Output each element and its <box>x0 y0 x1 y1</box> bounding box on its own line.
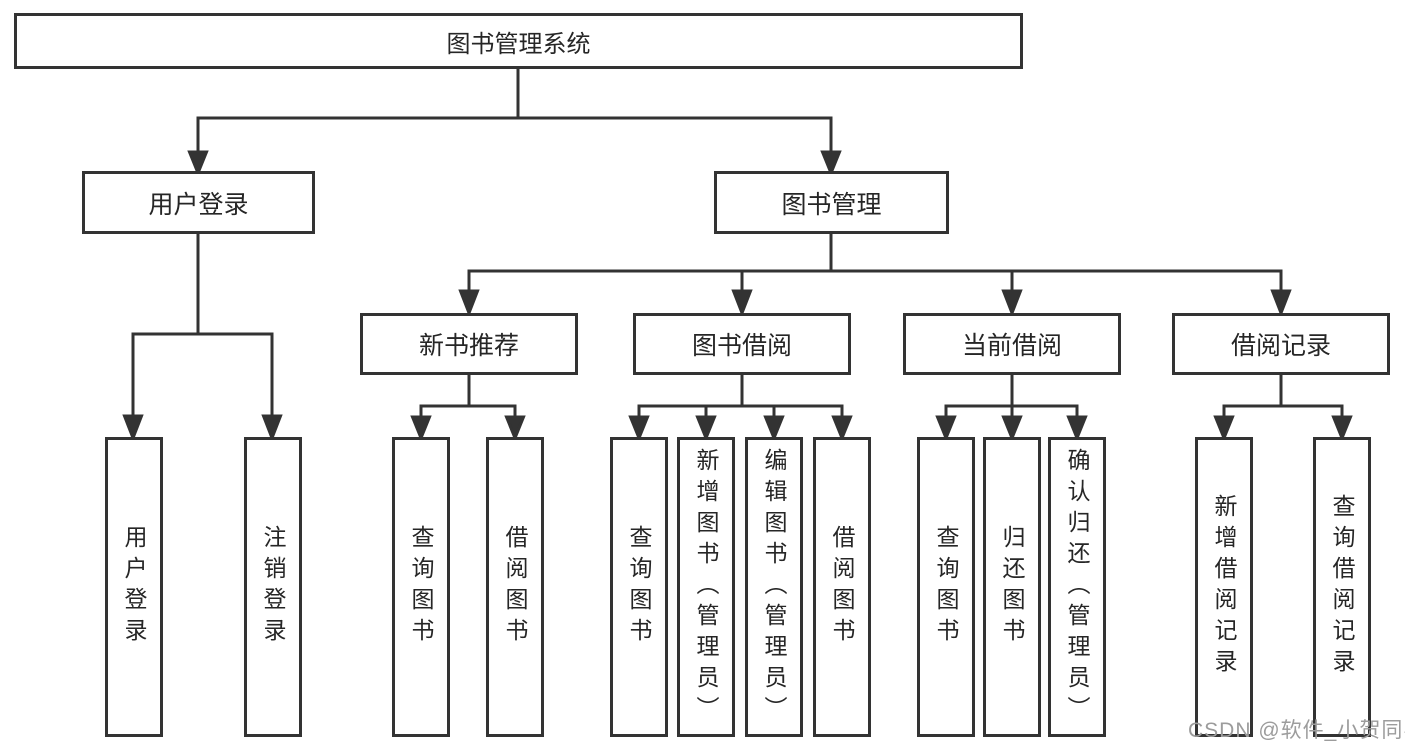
leaf-user-login: 用户登录 <box>105 437 163 737</box>
node-user-login-label: 用户登录 <box>148 190 249 219</box>
leaf-newrec-borrow-book: 借阅图书 <box>486 437 544 737</box>
edges-new-book-recommend-to-leaves <box>410 375 526 442</box>
node-borrow-record-label: 借阅记录 <box>1230 332 1331 360</box>
edges-borrow-record-to-leaves <box>1213 375 1353 442</box>
node-root-system: 图书管理系统 <box>14 13 1023 69</box>
edges-book-borrow-to-leaves <box>628 375 853 442</box>
node-book-management-label: 图书管理 <box>781 190 882 219</box>
leaf-record-add-record: 新增借阅记录 <box>1195 437 1253 737</box>
leaf-current-confirm-return-admin: 确认归还（管理员） <box>1048 437 1106 737</box>
leaf-borrow-edit-book-admin: 编辑图书（管理员） <box>745 437 803 737</box>
node-new-book-recommend: 新书推荐 <box>360 313 578 375</box>
node-borrow-record: 借阅记录 <box>1172 313 1390 375</box>
node-new-book-recommend-label: 新书推荐 <box>418 332 519 360</box>
node-user-login: 用户登录 <box>82 171 315 234</box>
leaf-current-return-book: 归还图书 <box>983 437 1041 737</box>
edges-book-management-to-level3 <box>458 234 1292 318</box>
leaf-borrow-borrow-book: 借阅图书 <box>813 437 871 737</box>
leaf-borrow-add-book-admin: 新增图书（管理员） <box>677 437 735 737</box>
node-current-borrow: 当前借阅 <box>903 313 1121 375</box>
node-book-management: 图书管理 <box>714 171 949 234</box>
leaf-record-query-record: 查询借阅记录 <box>1313 437 1371 737</box>
node-current-borrow-label: 当前借阅 <box>961 332 1062 360</box>
csdn-watermark: CSDN @软件_小贺同学 <box>1188 719 1405 742</box>
node-root-label: 图书管理系统 <box>446 30 591 58</box>
node-book-borrow-label: 图书借阅 <box>691 332 792 360</box>
edges-user-login-to-leaves <box>122 234 283 443</box>
leaf-borrow-query-book: 查询图书 <box>610 437 668 737</box>
leaf-logout: 注销登录 <box>244 437 302 737</box>
edges-root-to-level2 <box>187 68 842 177</box>
edges-current-borrow-to-leaves <box>935 375 1088 442</box>
leaf-current-query-book: 查询图书 <box>917 437 975 737</box>
leaf-newrec-query-book: 查询图书 <box>392 437 450 737</box>
node-book-borrow: 图书借阅 <box>633 313 851 375</box>
